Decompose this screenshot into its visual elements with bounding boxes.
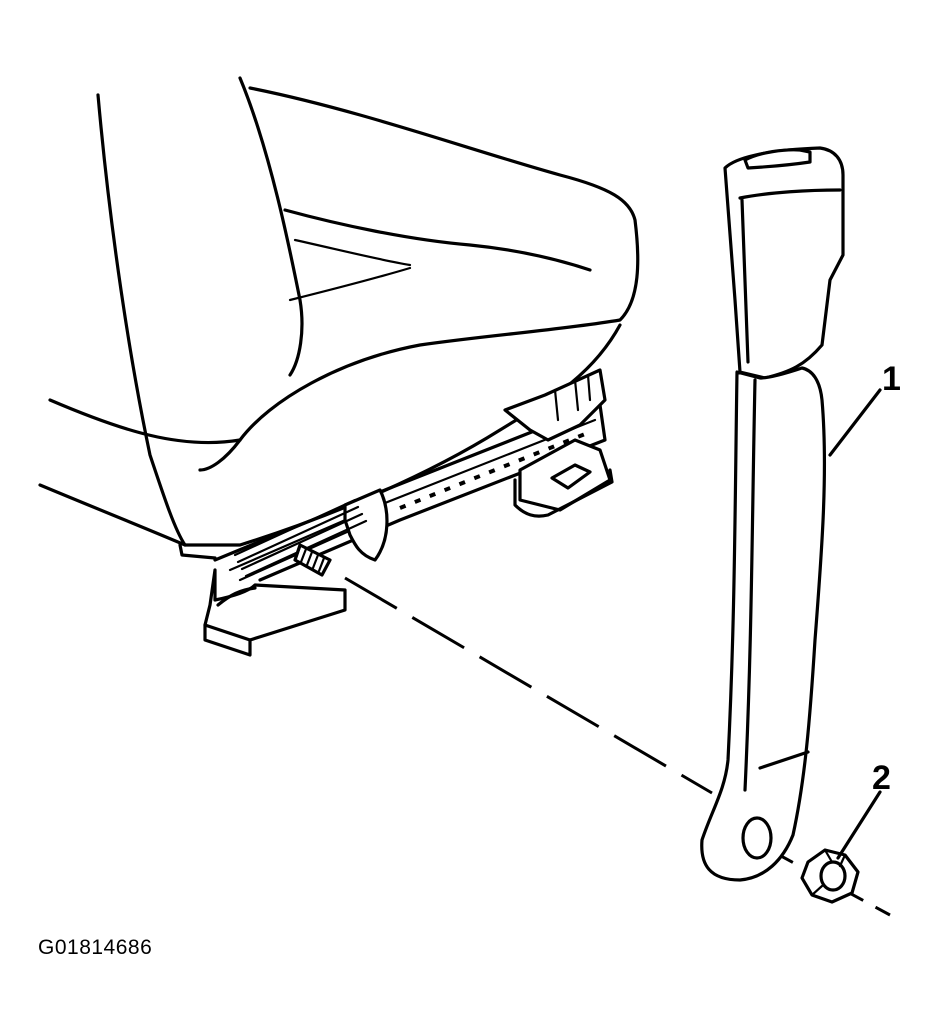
front-foot-lower bbox=[513, 468, 614, 518]
seat-cushion-seam bbox=[283, 208, 592, 272]
seat-back-front-edge bbox=[238, 76, 304, 377]
buckle-stalk-inner bbox=[743, 378, 757, 792]
callout-1: 1 bbox=[882, 360, 901, 398]
track-mechanism bbox=[503, 368, 607, 442]
buckle-head-edge bbox=[738, 188, 842, 200]
seat-side bbox=[48, 398, 242, 445]
seat-track bbox=[203, 368, 614, 657]
buckle-head-button bbox=[743, 148, 812, 170]
callout-2: 2 bbox=[872, 759, 891, 797]
leader-line-2 bbox=[836, 790, 882, 860]
seat-lower-valance bbox=[178, 543, 217, 560]
nut bbox=[800, 848, 860, 904]
seat-cushion-seam-3 bbox=[288, 266, 412, 302]
buckle-head bbox=[723, 146, 845, 380]
seat-belt-buckle bbox=[700, 146, 845, 882]
rear-bracket-slot bbox=[216, 586, 257, 607]
rear-bracket-foot bbox=[203, 623, 252, 657]
leader-line-1 bbox=[828, 388, 882, 457]
seat-cushion-top bbox=[198, 86, 640, 472]
alignment-line-nut bbox=[769, 848, 891, 917]
mounting-stud bbox=[293, 543, 332, 577]
track-mechanism-detail bbox=[553, 373, 592, 422]
seat-cushion-seam-2 bbox=[293, 238, 412, 267]
front-foot-slot bbox=[550, 463, 592, 490]
seat-back bbox=[96, 93, 187, 547]
seat-rail-holes bbox=[399, 430, 591, 510]
alignment-line bbox=[344, 576, 713, 795]
figure-id: G01814686 bbox=[38, 936, 153, 959]
buckle-stalk-crease bbox=[758, 750, 810, 770]
track-stripes bbox=[233, 498, 368, 578]
buckle-mounting-hole bbox=[741, 816, 773, 860]
buckle-head-face bbox=[740, 198, 750, 364]
rear-bracket bbox=[203, 568, 347, 642]
buckle-stalk bbox=[700, 366, 827, 882]
